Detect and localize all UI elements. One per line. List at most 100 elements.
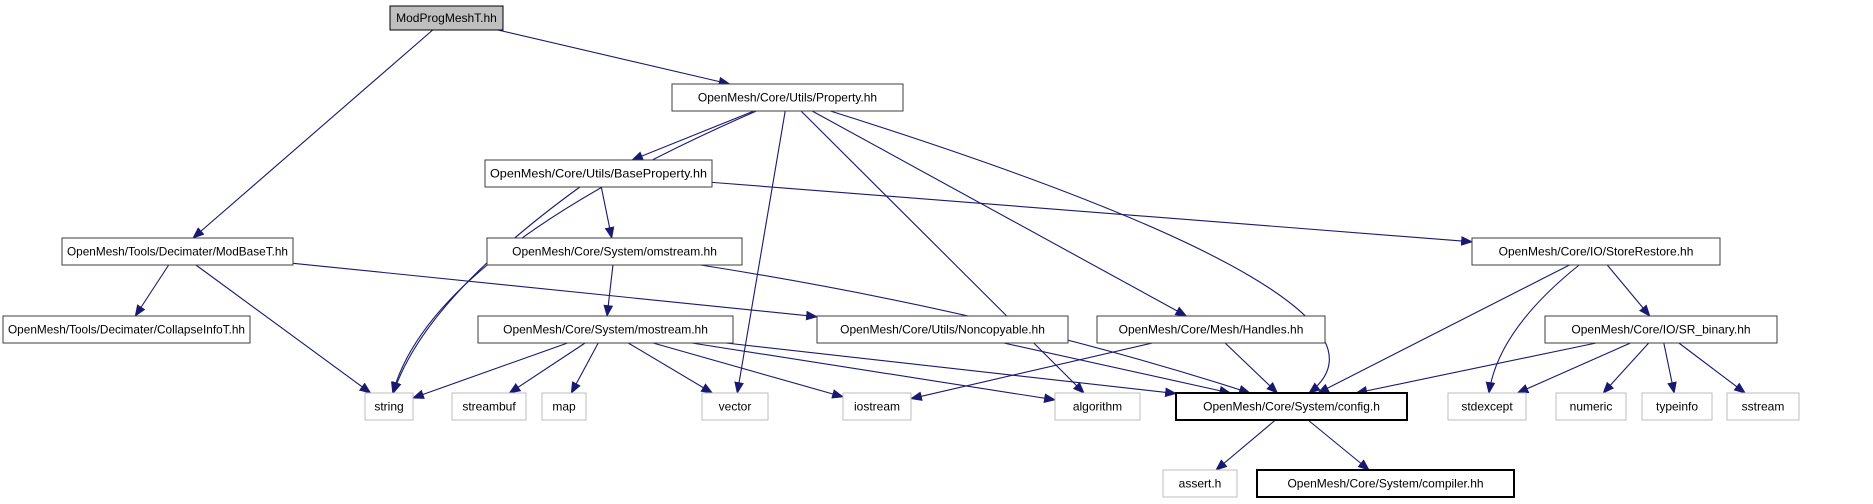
- graph-node-stdexcept: stdexcept: [1447, 392, 1527, 421]
- edge-property-handles: [811, 110, 1188, 317]
- edge-mostream-config: [725, 342, 1178, 398]
- edge-mostream-streambuf: [508, 342, 586, 394]
- node-box: [842, 392, 912, 421]
- edge-baseproperty-omstream: [600, 186, 615, 240]
- edge-omstream-mostream: [603, 264, 614, 318]
- node-label: assert.h: [1179, 477, 1222, 491]
- node-label: numeric: [1570, 400, 1613, 414]
- node-label: string: [374, 400, 403, 414]
- node-box: [541, 392, 587, 421]
- edge-property-algorithm: [800, 110, 1085, 394]
- graph-node-vector: vector: [701, 392, 769, 421]
- edge-modprogmesh-modbase: [192, 29, 434, 239]
- edge-modbase-noncopyable: [292, 262, 819, 321]
- edge-mostream-algorithm: [691, 342, 1057, 403]
- node-box[interactable]: [61, 237, 294, 266]
- graph-node-property[interactable]: OpenMesh/Core/Utils/Property.hh: [671, 83, 904, 112]
- edge-modbase-collapseinfo: [134, 264, 170, 318]
- node-box: [701, 392, 769, 421]
- graph-node-noncopyable[interactable]: OpenMesh/Core/Utils/Noncopyable.hh: [816, 315, 1069, 344]
- edge-property-vector: [734, 110, 786, 395]
- graph-node-collapseinfo[interactable]: OpenMesh/Tools/Decimater/CollapseInfoT.h…: [2, 315, 251, 344]
- node-box: [1054, 392, 1141, 421]
- edge-srbinary-typeinfo: [1663, 342, 1677, 395]
- edge-baseproperty-storerestore: [711, 181, 1474, 246]
- graph-node-baseproperty[interactable]: OpenMesh/Core/Utils/BaseProperty.hh: [484, 159, 713, 188]
- node-box[interactable]: [1471, 237, 1721, 266]
- graph-node-iostream: iostream: [842, 392, 912, 421]
- node-label: streambuf: [462, 400, 516, 414]
- node-box[interactable]: [389, 5, 504, 31]
- graph-node-typeinfo: typeinfo: [1641, 392, 1713, 421]
- edge-config-assert: [1215, 419, 1276, 471]
- node-label: OpenMesh/Core/System/mostream.hh: [503, 323, 708, 337]
- node-box[interactable]: [816, 315, 1069, 344]
- node-label: OpenMesh/Core/IO/SR_binary.hh: [1571, 323, 1750, 337]
- graph-node-modprogmesh[interactable]: ModProgMeshT.hh: [389, 5, 504, 31]
- node-box[interactable]: [486, 237, 743, 266]
- edge-srbinary-stdexcept: [1516, 342, 1631, 394]
- node-box[interactable]: [2, 315, 251, 344]
- edge-srbinary-sstream: [1678, 342, 1747, 394]
- node-label: OpenMesh/Core/System/omstream.hh: [512, 245, 717, 259]
- node-box[interactable]: [1256, 469, 1515, 498]
- graph-node-config[interactable]: OpenMesh/Core/System/config.h: [1175, 392, 1408, 421]
- graph-node-omstream[interactable]: OpenMesh/Core/System/omstream.hh: [486, 237, 743, 266]
- edge-handles-config: [1224, 342, 1279, 394]
- edge-property-baseproperty: [630, 110, 755, 161]
- node-box[interactable]: [1544, 315, 1778, 344]
- node-box: [1726, 392, 1800, 421]
- node-label: OpenMesh/Core/Mesh/Handles.hh: [1119, 323, 1304, 337]
- node-box: [1641, 392, 1713, 421]
- graph-node-srbinary[interactable]: OpenMesh/Core/IO/SR_binary.hh: [1544, 315, 1778, 344]
- node-label: OpenMesh/Tools/Decimater/CollapseInfoT.h…: [8, 323, 245, 337]
- edge-modbase-string: [195, 264, 372, 394]
- graph-node-streambuf: streambuf: [451, 392, 527, 421]
- node-label: sstream: [1742, 400, 1785, 414]
- node-box[interactable]: [1175, 392, 1408, 421]
- node-label: iostream: [854, 400, 900, 414]
- graph-node-numeric: numeric: [1555, 392, 1627, 421]
- edge-baseproperty-string: [392, 186, 581, 395]
- edge-storerestore-srbinary: [1606, 264, 1651, 317]
- node-label: typeinfo: [1656, 400, 1698, 414]
- graph-node-assert: assert.h: [1162, 469, 1238, 498]
- graph-node-handles[interactable]: OpenMesh/Core/Mesh/Handles.hh: [1096, 315, 1326, 344]
- edge-config-compiler: [1307, 419, 1370, 471]
- edge-modprogmesh-property: [497, 29, 731, 87]
- graph-node-map: map: [541, 392, 587, 421]
- edge-srbinary-numeric: [1602, 342, 1650, 394]
- node-box[interactable]: [477, 315, 734, 344]
- edge-mostream-map: [570, 342, 599, 395]
- node-label: OpenMesh/Tools/Decimater/ModBaseT.hh: [67, 245, 288, 259]
- edge-property-config: [830, 110, 1330, 394]
- node-label: OpenMesh/Core/System/compiler.hh: [1287, 477, 1483, 491]
- node-box[interactable]: [484, 159, 713, 188]
- edge-mostream-vector: [627, 342, 714, 394]
- edge-noncopyable-config: [1003, 342, 1232, 396]
- node-label: stdexcept: [1461, 400, 1513, 414]
- node-box[interactable]: [1096, 315, 1326, 344]
- node-label: ModProgMeshT.hh: [396, 11, 497, 25]
- node-label: map: [552, 400, 576, 414]
- edge-srbinary-config: [1355, 342, 1597, 396]
- graph-node-storerestore[interactable]: OpenMesh/Core/IO/StoreRestore.hh: [1471, 237, 1721, 266]
- edge-storerestore-config: [1316, 264, 1570, 394]
- edge-storerestore-stdexcept: [1485, 264, 1580, 395]
- node-box: [1555, 392, 1627, 421]
- graph-node-mostream[interactable]: OpenMesh/Core/System/mostream.hh: [477, 315, 734, 344]
- graph-node-sstream: sstream: [1726, 392, 1800, 421]
- node-label: algorithm: [1073, 400, 1122, 414]
- node-label: OpenMesh/Core/IO/StoreRestore.hh: [1499, 245, 1694, 259]
- node-box[interactable]: [671, 83, 904, 112]
- node-label: OpenMesh/Core/System/config.h: [1203, 400, 1380, 414]
- node-box: [1162, 469, 1238, 498]
- edge-mostream-iostream: [652, 342, 845, 399]
- graph-node-compiler[interactable]: OpenMesh/Core/System/compiler.hh: [1256, 469, 1515, 498]
- node-label: vector: [719, 400, 752, 414]
- graph-node-algorithm: algorithm: [1054, 392, 1141, 421]
- node-box: [364, 392, 414, 421]
- graph-node-modbase[interactable]: OpenMesh/Tools/Decimater/ModBaseT.hh: [61, 237, 294, 266]
- node-label: OpenMesh/Core/Utils/BaseProperty.hh: [490, 167, 707, 181]
